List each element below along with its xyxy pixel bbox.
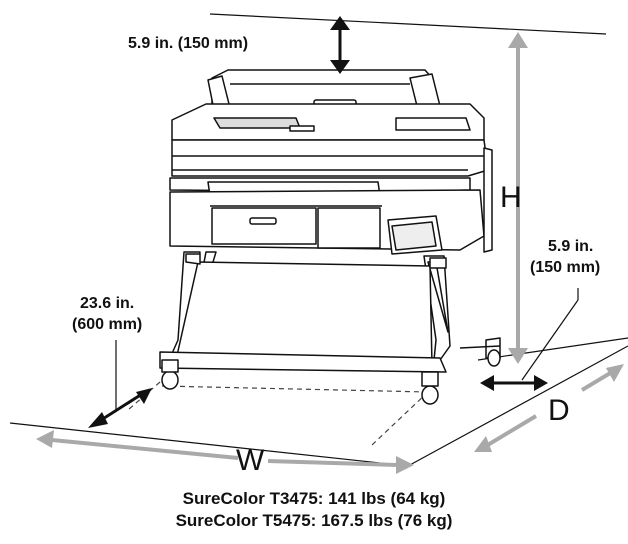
weight-caption-t3475: SureColor T3475: 141 lbs (64 kg): [182, 489, 446, 508]
front-clearance-in-label: 23.6 in.: [80, 295, 135, 312]
depth-label: D: [548, 394, 570, 427]
top-clearance-label: 5.9 in. (150 mm): [128, 35, 249, 52]
weight-caption-t5475: SureColor T5475: 167.5 lbs (76 kg): [175, 511, 453, 530]
dimension-arrows: [36, 32, 624, 474]
floor-footprint: [127, 381, 429, 446]
clearance-arrows: [88, 16, 548, 428]
width-label: W: [236, 444, 265, 477]
reference-lines: [9, 13, 628, 467]
height-label: H: [500, 181, 522, 214]
leader-lines: [115, 288, 579, 412]
right-clearance-in-label: 5.9 in.: [548, 238, 594, 255]
front-clearance-mm-label: (600 mm): [72, 316, 143, 333]
printer: [159, 69, 501, 405]
right-clearance-mm-label: (150 mm): [530, 259, 601, 276]
